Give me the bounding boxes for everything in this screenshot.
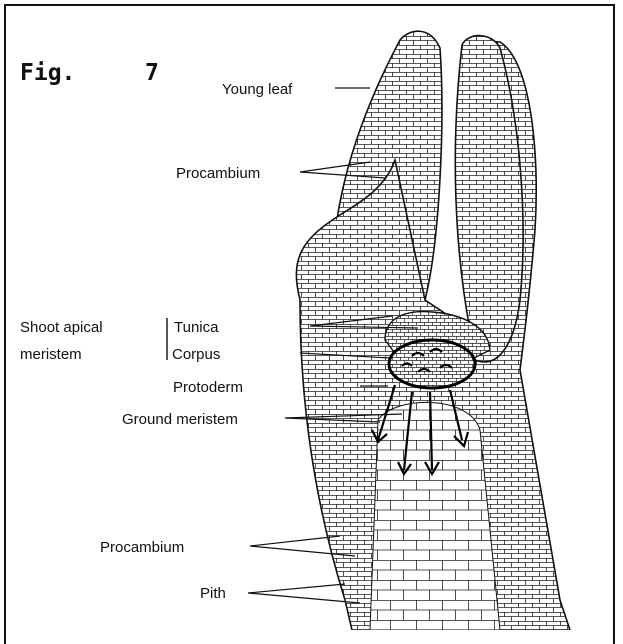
label-procambium-bottom: Procambium [100, 539, 184, 556]
corpus-oval [389, 340, 475, 388]
shoot-tip-diagram: Fig. 7 Young leaf Procambium Shoot apica… [0, 0, 623, 630]
figure-canvas: Fig. 7 Young leaf Procambium Shoot apica… [0, 0, 623, 630]
pith-region [370, 402, 500, 630]
label-tunica: Tunica [174, 319, 219, 336]
label-corpus: Corpus [172, 346, 220, 363]
label-young-leaf: Young leaf [222, 81, 293, 98]
label-pith: Pith [200, 585, 226, 602]
figure-label: Fig. [20, 60, 75, 86]
label-procambium-top: Procambium [176, 165, 260, 182]
label-shoot-apical: Shoot apical [20, 319, 103, 336]
figure-number: 7 [145, 60, 159, 86]
label-ground-meristem: Ground meristem [122, 411, 238, 428]
label-meristem: meristem [20, 346, 82, 363]
label-protoderm: Protoderm [173, 379, 243, 396]
